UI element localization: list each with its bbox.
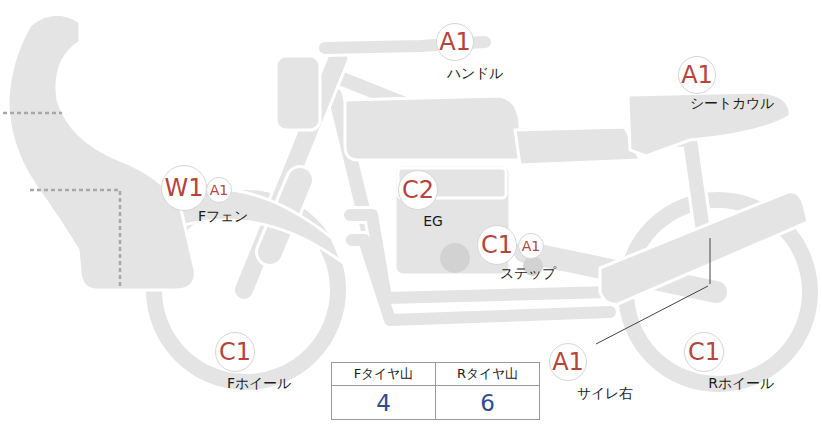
- damage-callout: C1ステップ: [477, 225, 517, 265]
- sub-callout: A1: [206, 177, 232, 203]
- part-name: EG: [423, 214, 443, 228]
- callout-code: C2: [402, 178, 434, 202]
- callout-code: C1: [219, 340, 251, 364]
- damage-callout: C1Fホイール: [215, 332, 255, 372]
- sub-callout: A1: [518, 233, 544, 259]
- part-name: Rホイール: [708, 376, 774, 390]
- table-cell: 6: [436, 386, 540, 420]
- callout-code: A1: [210, 183, 228, 197]
- table-header: Rタイヤ山: [457, 366, 518, 381]
- part-name: シートカウル: [690, 96, 774, 110]
- callout-code: C1: [481, 233, 513, 257]
- tire-tread-value: 4: [376, 390, 391, 416]
- part-name: Fフェン: [198, 209, 248, 223]
- callout-code: C1: [688, 340, 720, 364]
- leader-line: [596, 238, 710, 344]
- part-name: サイレ右: [577, 386, 633, 400]
- callout-code: A1: [439, 30, 471, 54]
- callout-code: A1: [681, 63, 713, 87]
- part-name: ハンドル: [447, 66, 503, 80]
- table-cell: Fタイヤ山: [332, 363, 436, 386]
- muffler: [600, 192, 808, 304]
- fairing-dotted-line: [3, 113, 120, 286]
- part-name: ステップ: [500, 266, 556, 280]
- fairing: [8, 14, 195, 290]
- seat-cowl: [628, 92, 790, 156]
- damage-callout: C2EG: [398, 170, 438, 210]
- seat: [515, 127, 640, 165]
- table-cell: Rタイヤ山: [436, 363, 540, 386]
- callout-code: A1: [522, 239, 540, 253]
- damage-callout: A1サイレ右: [549, 343, 587, 381]
- fuel-tank: [345, 96, 520, 160]
- tire-tread-table: Fタイヤ山 Rタイヤ山 4 6: [331, 362, 540, 420]
- damage-callout: A1シートカウル: [678, 56, 716, 94]
- table-cell: 4: [332, 386, 436, 420]
- part-name: Fホイール: [227, 376, 291, 390]
- damage-callout: C1Rホイール: [684, 332, 724, 372]
- callout-code: A1: [552, 350, 584, 374]
- table-header: Fタイヤ山: [354, 366, 413, 381]
- tire-tread-value: 6: [480, 390, 495, 416]
- damage-callout: A1ハンドル: [436, 23, 474, 61]
- damage-callout: W1Fフェン: [161, 165, 207, 211]
- headlight: [276, 56, 320, 130]
- callout-code: W1: [165, 176, 204, 200]
- engine-cover: [440, 243, 470, 273]
